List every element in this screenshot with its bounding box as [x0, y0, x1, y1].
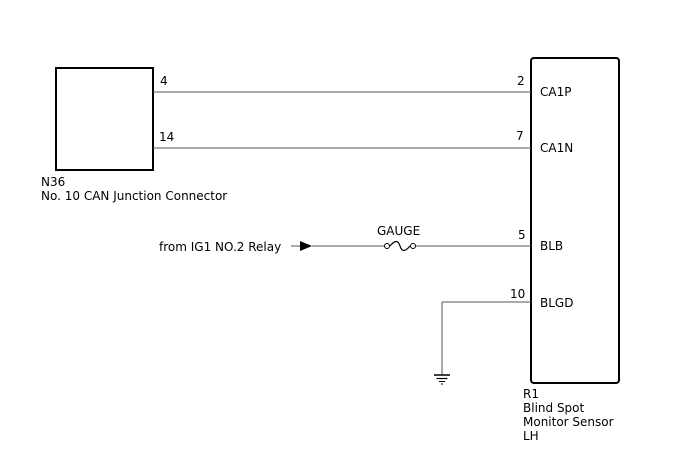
fuse-icon	[384, 240, 416, 252]
power-source-label: from IG1 NO.2 Relay	[159, 240, 281, 254]
r1-pin-2-number: 2	[517, 74, 525, 88]
r1-pin-10-number: 10	[510, 287, 525, 301]
ground-symbol-icon	[434, 374, 450, 385]
n36-pin-4-label: 4	[160, 74, 168, 88]
r1-name-line-1: Blind Spot	[523, 401, 585, 415]
n36-connector-box	[55, 67, 154, 171]
r1-pin-5-number: 5	[518, 228, 526, 242]
r1-signal-ca1n: CA1N	[540, 141, 573, 155]
r1-code-label: R1	[523, 387, 539, 401]
n36-pin-14-label: 14	[159, 130, 174, 144]
r1-signal-ca1p: CA1P	[540, 85, 571, 99]
n36-code-label: N36	[41, 175, 65, 189]
fuse-label: GAUGE	[377, 224, 420, 238]
r1-signal-blb: BLB	[540, 239, 563, 253]
r1-name-line-3: LH	[523, 429, 539, 443]
r1-signal-blgd: BLGD	[540, 296, 573, 310]
r1-pin-7-number: 7	[516, 129, 524, 143]
arrow-right-icon	[300, 241, 312, 251]
r1-sensor-box	[530, 57, 620, 384]
r1-name-line-2: Monitor Sensor	[523, 415, 614, 429]
n36-name-label: No. 10 CAN Junction Connector	[41, 189, 227, 203]
